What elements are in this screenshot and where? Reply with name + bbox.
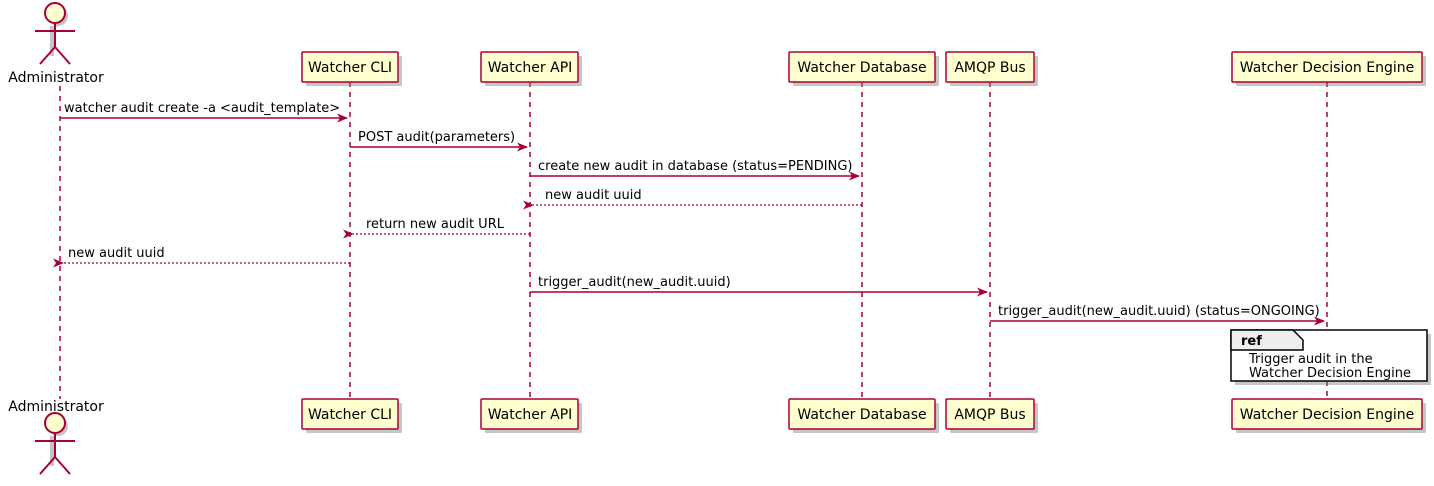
ref-text-line-2: Watcher Decision Engine bbox=[1249, 366, 1411, 381]
actor-administrator-top[interactable]: Administrator bbox=[8, 2, 104, 86]
participant-watcher-decision-engine-top[interactable]: Watcher Decision Engine bbox=[1231, 51, 1426, 86]
participant-watcher-database-top[interactable]: Watcher Database bbox=[788, 51, 939, 86]
message-2-post-audit[interactable]: POST audit(parameters) bbox=[350, 130, 528, 152]
participant-box bbox=[480, 51, 579, 83]
participant-box bbox=[945, 51, 1035, 83]
participant-label-watcher-database-top: Watcher Database bbox=[797, 60, 926, 76]
message-label: new audit uuid bbox=[545, 188, 642, 203]
ref-keyword-label: ref bbox=[1241, 334, 1262, 349]
participant-watcher-decision-engine-bottom[interactable]: Watcher Decision Engine bbox=[1231, 398, 1426, 433]
message-label: POST audit(parameters) bbox=[358, 130, 515, 145]
ref-text-line-1: Trigger audit in the bbox=[1248, 352, 1373, 367]
actor-head-icon-bottom bbox=[44, 412, 66, 434]
message-6-new-audit-uuid-cli[interactable]: new audit uuid bbox=[53, 246, 350, 268]
participant-label-amqp-bus-top: AMQP Bus bbox=[954, 60, 1025, 76]
message-label: trigger_audit(new_audit.uuid) bbox=[538, 275, 731, 290]
participant-box bbox=[788, 51, 936, 83]
message-8-trigger-audit-ongoing[interactable]: trigger_audit(new_audit.uuid) (status=ON… bbox=[990, 304, 1325, 326]
participant-label-watcher-database-bottom: Watcher Database bbox=[797, 407, 926, 423]
message-label: new audit uuid bbox=[68, 246, 165, 261]
actor-label-administrator-top: Administrator bbox=[8, 70, 104, 86]
participant-box bbox=[945, 398, 1035, 430]
participant-box bbox=[1231, 398, 1423, 430]
ref-tab bbox=[1230, 329, 1304, 351]
participant-label-watcher-api-bottom: Watcher API bbox=[488, 407, 573, 423]
participant-label-watcher-cli-top: Watcher CLI bbox=[308, 60, 392, 76]
actor-right-leg-icon-bottom bbox=[54, 456, 71, 475]
participant-box bbox=[301, 51, 399, 83]
participant-watcher-database-bottom[interactable]: Watcher Database bbox=[788, 398, 939, 433]
actor-right-leg-icon bbox=[54, 46, 71, 65]
participant-box bbox=[1231, 51, 1423, 83]
participant-box bbox=[788, 398, 936, 430]
ref-fragment-box[interactable]: ref Trigger audit in the Watcher Decisio… bbox=[1230, 329, 1431, 385]
message-label: return new audit URL bbox=[366, 217, 505, 232]
participant-box bbox=[301, 398, 399, 430]
participant-watcher-cli-bottom[interactable]: Watcher CLI bbox=[301, 398, 402, 433]
participant-watcher-cli-top[interactable]: Watcher CLI bbox=[301, 51, 402, 86]
message-4-new-audit-uuid-db[interactable]: new audit uuid bbox=[523, 188, 862, 210]
participant-watcher-api-top[interactable]: Watcher API bbox=[480, 51, 582, 86]
participant-amqp-bus-bottom[interactable]: AMQP Bus bbox=[945, 398, 1038, 433]
participant-label-watcher-decision-engine-bottom: Watcher Decision Engine bbox=[1240, 407, 1414, 423]
actor-label-administrator-bottom: Administrator bbox=[8, 399, 104, 415]
participant-amqp-bus-top[interactable]: AMQP Bus bbox=[945, 51, 1038, 86]
message-3-create-new-audit[interactable]: create new audit in database (status=PEN… bbox=[530, 159, 860, 181]
participant-label-watcher-decision-engine-top: Watcher Decision Engine bbox=[1240, 60, 1414, 76]
participant-label-watcher-cli-bottom: Watcher CLI bbox=[308, 407, 392, 423]
message-label: create new audit in database (status=PEN… bbox=[538, 159, 853, 174]
participant-label-watcher-api-top: Watcher API bbox=[488, 60, 573, 76]
message-1-watcher-audit-create[interactable]: watcher audit create -a <audit_template> bbox=[60, 101, 348, 123]
message-label: trigger_audit(new_audit.uuid) (status=ON… bbox=[998, 304, 1320, 319]
actor-left-leg-icon-bottom bbox=[39, 456, 56, 475]
message-5-return-new-audit-url[interactable]: return new audit URL bbox=[343, 217, 530, 239]
actor-left-leg-icon bbox=[39, 46, 56, 65]
actor-administrator-bottom[interactable]: Administrator bbox=[8, 399, 104, 475]
actor-head-icon bbox=[44, 2, 66, 24]
lifelines-group bbox=[59, 82, 1328, 399]
message-7-trigger-audit[interactable]: trigger_audit(new_audit.uuid) bbox=[530, 275, 988, 297]
participant-watcher-api-bottom[interactable]: Watcher API bbox=[480, 398, 582, 433]
participant-box bbox=[480, 398, 579, 430]
participant-label-amqp-bus-bottom: AMQP Bus bbox=[954, 407, 1025, 423]
message-label: watcher audit create -a <audit_template> bbox=[64, 101, 340, 116]
